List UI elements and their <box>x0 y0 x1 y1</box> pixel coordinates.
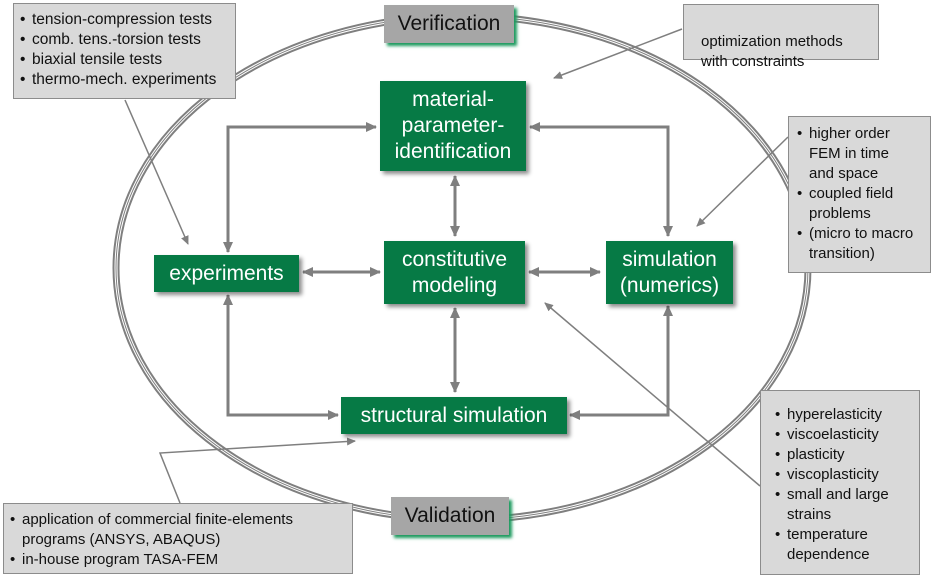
verification-label: Verification <box>384 5 514 43</box>
note-optimization: optimization methods with constraints <box>683 4 879 70</box>
arrow-experiments-structural <box>223 294 339 420</box>
note-item: viscoelasticity <box>775 425 913 445</box>
note-item: hyperelasticity <box>775 405 913 425</box>
validation-text: Validation <box>404 504 496 527</box>
note-item: application of commercial finite-element… <box>10 510 346 550</box>
box-simulation-text: simulation (numerics) <box>619 247 720 297</box>
callout-material-models <box>544 302 761 487</box>
arrow-structural-simulation <box>569 305 673 420</box>
note-numerics: higher order FEM in time and space coupl… <box>788 116 931 273</box>
validation-label: Validation <box>391 497 509 535</box>
note-item: thermo-mech. experiments <box>20 70 229 90</box>
note-item: higher order FEM in time and space <box>797 124 924 184</box>
arrow-identification-simulation <box>529 122 673 237</box>
note-optimization-text: optimization methods with constraints <box>701 33 843 70</box>
note-item: biaxial tensile tests <box>20 50 229 70</box>
note-item: plasticity <box>775 445 913 465</box>
note-item: (micro to macro transition) <box>797 224 924 264</box>
box-constitutive-text: constitutive modeling <box>401 247 508 297</box>
box-experiments: experiments <box>154 255 299 292</box>
verification-text: Verification <box>397 12 501 35</box>
note-programs: application of commercial finite-element… <box>3 503 353 574</box>
box-identification-text: material- parameter- identification <box>394 88 512 163</box>
box-structural-simulation: structural simulation <box>341 397 567 434</box>
note-item: comb. tens.-torsion tests <box>20 30 229 50</box>
arrow-experiments-identification <box>223 122 377 253</box>
callout-experiments <box>124 99 189 245</box>
note-item: in-house program TASA-FEM <box>10 550 346 570</box>
note-item: temperature dependence <box>775 525 913 565</box>
note-item: tension-compression tests <box>20 10 229 30</box>
note-material-models: hyperelasticity viscoelasticity plastici… <box>760 390 920 575</box>
note-item: viscoplasticity <box>775 465 913 485</box>
box-structural-text: structural simulation <box>360 403 548 427</box>
callout-optimization <box>553 28 683 79</box>
box-constitutive-modeling: constitutive modeling <box>384 241 525 304</box>
box-experiments-text: experiments <box>169 261 284 285</box>
note-experiment-methods: tension-compression tests comb. tens.-to… <box>13 3 236 99</box>
callout-numerics <box>696 136 789 227</box>
box-simulation-numerics: simulation (numerics) <box>606 241 733 304</box>
callout-programs <box>158 437 356 504</box>
note-item: small and large strains <box>775 485 913 525</box>
note-item: coupled field problems <box>797 184 924 224</box>
box-material-parameter-identification: material- parameter- identification <box>380 81 526 171</box>
